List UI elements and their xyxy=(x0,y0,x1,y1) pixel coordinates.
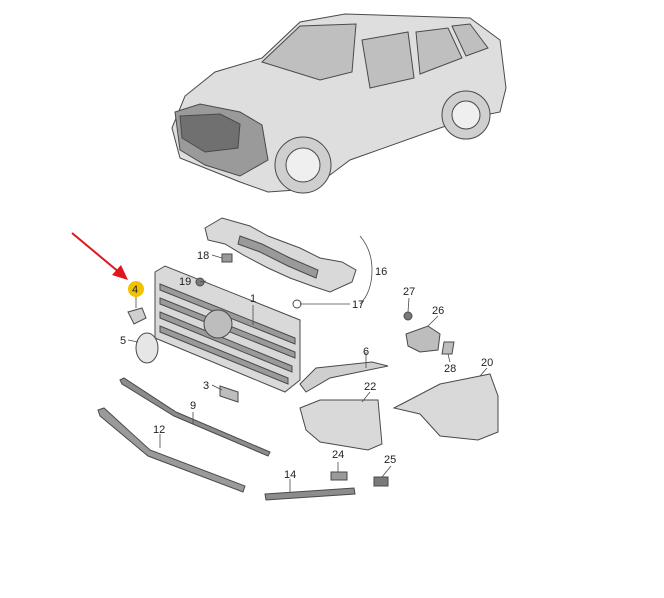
callout-1: 1 xyxy=(250,293,256,305)
callout-22: 22 xyxy=(364,381,376,393)
part-3-plate xyxy=(219,385,239,403)
part-28-clip xyxy=(441,341,455,355)
part-18-clip xyxy=(221,253,233,263)
part-12-trim xyxy=(97,407,246,493)
part-22-side-grille xyxy=(299,399,383,451)
grille-bar xyxy=(159,325,289,385)
arrow-head xyxy=(112,265,128,280)
part-24-plug xyxy=(330,471,348,481)
vehicle-illustration xyxy=(171,13,507,194)
part-6-moulding xyxy=(299,361,389,393)
mounting-bracket xyxy=(204,217,357,293)
leader-lines xyxy=(127,235,488,492)
callout-labels: 1 3 4 5 6 9 12 14 16 17 18 19 20 22 24 2… xyxy=(120,250,493,481)
callout-25: 25 xyxy=(384,454,396,466)
part-14-strip xyxy=(264,487,356,501)
part-4-clip xyxy=(127,307,147,325)
callout-18: 18 xyxy=(197,250,209,262)
part-25-plug xyxy=(373,476,389,487)
callout-28: 28 xyxy=(444,363,456,375)
vehicle-side-window xyxy=(415,27,463,75)
callout-27: 27 xyxy=(403,286,415,298)
callout-12: 12 xyxy=(153,424,165,436)
part-9-trim xyxy=(119,377,271,457)
grille-emblem xyxy=(203,309,233,339)
callout-26: 26 xyxy=(432,305,444,317)
vehicle-rear-window xyxy=(451,23,489,57)
callout-9: 9 xyxy=(190,400,196,412)
part-17-grommet xyxy=(292,299,302,309)
callout-24: 24 xyxy=(332,449,344,461)
callout-5: 5 xyxy=(120,335,126,347)
vehicle-grille xyxy=(179,113,241,153)
vehicle-rear-wheel-rim xyxy=(451,100,481,130)
small-parts xyxy=(97,253,499,501)
callout-3: 3 xyxy=(203,380,209,392)
callout-20: 20 xyxy=(481,357,493,369)
part-26-bracket xyxy=(405,325,441,353)
callout-6: 6 xyxy=(363,346,369,358)
part-5-cover xyxy=(135,332,159,364)
arrow-shaft xyxy=(71,232,121,274)
callout-19: 19 xyxy=(179,276,191,288)
bracket-detail xyxy=(237,235,319,279)
highlight-arrow xyxy=(71,232,128,280)
vehicle-windshield xyxy=(261,23,357,81)
part-20-bezel xyxy=(392,373,499,441)
main-grille xyxy=(154,265,301,393)
vehicle-front-wheel-rim xyxy=(285,147,321,183)
callout-14: 14 xyxy=(284,469,296,481)
callout-4-badge xyxy=(128,281,144,297)
callout-16: 16 xyxy=(375,266,387,278)
callout-4: 4 xyxy=(132,284,138,296)
grille-bar xyxy=(159,311,293,373)
callout-17: 17 xyxy=(352,299,364,311)
part-27-screw xyxy=(403,311,413,321)
vehicle-side-window xyxy=(361,31,415,89)
